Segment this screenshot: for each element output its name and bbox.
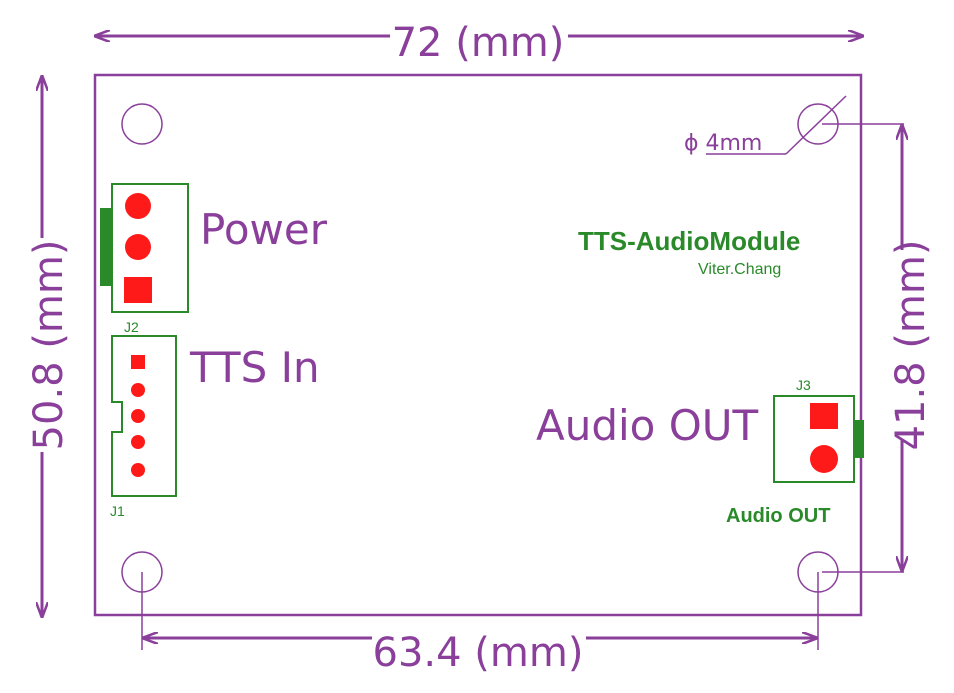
board-title: TTS-AudioModule — [578, 226, 800, 256]
silk-audio-out: Audio OUT — [726, 505, 830, 527]
j1-pad-4 — [131, 435, 145, 449]
hole-span-y-label: 41.8 (mm) — [888, 240, 934, 451]
width-dimension: 72 (mm) — [96, 20, 862, 66]
hole-span-y-dimension: 41.8 (mm) — [822, 123, 934, 573]
hole-span-x-label: 63.4 (mm) — [373, 630, 584, 676]
j2-pad-1 — [125, 193, 151, 219]
j3-pad-2 — [810, 445, 838, 473]
audio-out-label: Audio OUT — [536, 401, 759, 450]
j2-pad-3 — [124, 277, 152, 303]
j3-audio-connector: J3 — [773, 377, 864, 483]
j1-pad-2 — [131, 383, 145, 397]
tts-in-label: TTS In — [189, 343, 320, 392]
j1-tts-connector: J1 — [110, 335, 177, 519]
hole-diameter-callout: ϕ 4mm — [684, 95, 847, 156]
power-label: Power — [200, 205, 328, 254]
j1-pad-5 — [131, 463, 145, 477]
hole-span-x-dimension: 63.4 (mm) — [141, 572, 819, 676]
j2-pad-2 — [125, 234, 151, 260]
mounting-hole-top-right — [797, 103, 839, 145]
hole-diameter-label: ϕ 4mm — [684, 131, 762, 156]
height-dimension: 50.8 (mm) — [26, 77, 72, 616]
j2-designator: J2 — [124, 319, 139, 335]
j1-pad-3 — [131, 409, 145, 423]
j3-designator: J3 — [796, 377, 811, 393]
j1-pad-1 — [131, 355, 145, 369]
mounting-hole-bottom-right — [797, 551, 839, 593]
board-author: Viter.Chang — [698, 261, 781, 278]
height-label: 50.8 (mm) — [26, 240, 72, 451]
j3-pad-1 — [810, 403, 838, 429]
j2-power-connector: J2 — [100, 183, 189, 335]
j1-designator: J1 — [110, 503, 125, 519]
mounting-hole-bottom-left — [121, 551, 163, 593]
mounting-hole-top-left — [121, 103, 163, 145]
board-outline — [93, 73, 863, 617]
width-label: 72 (mm) — [392, 20, 565, 66]
